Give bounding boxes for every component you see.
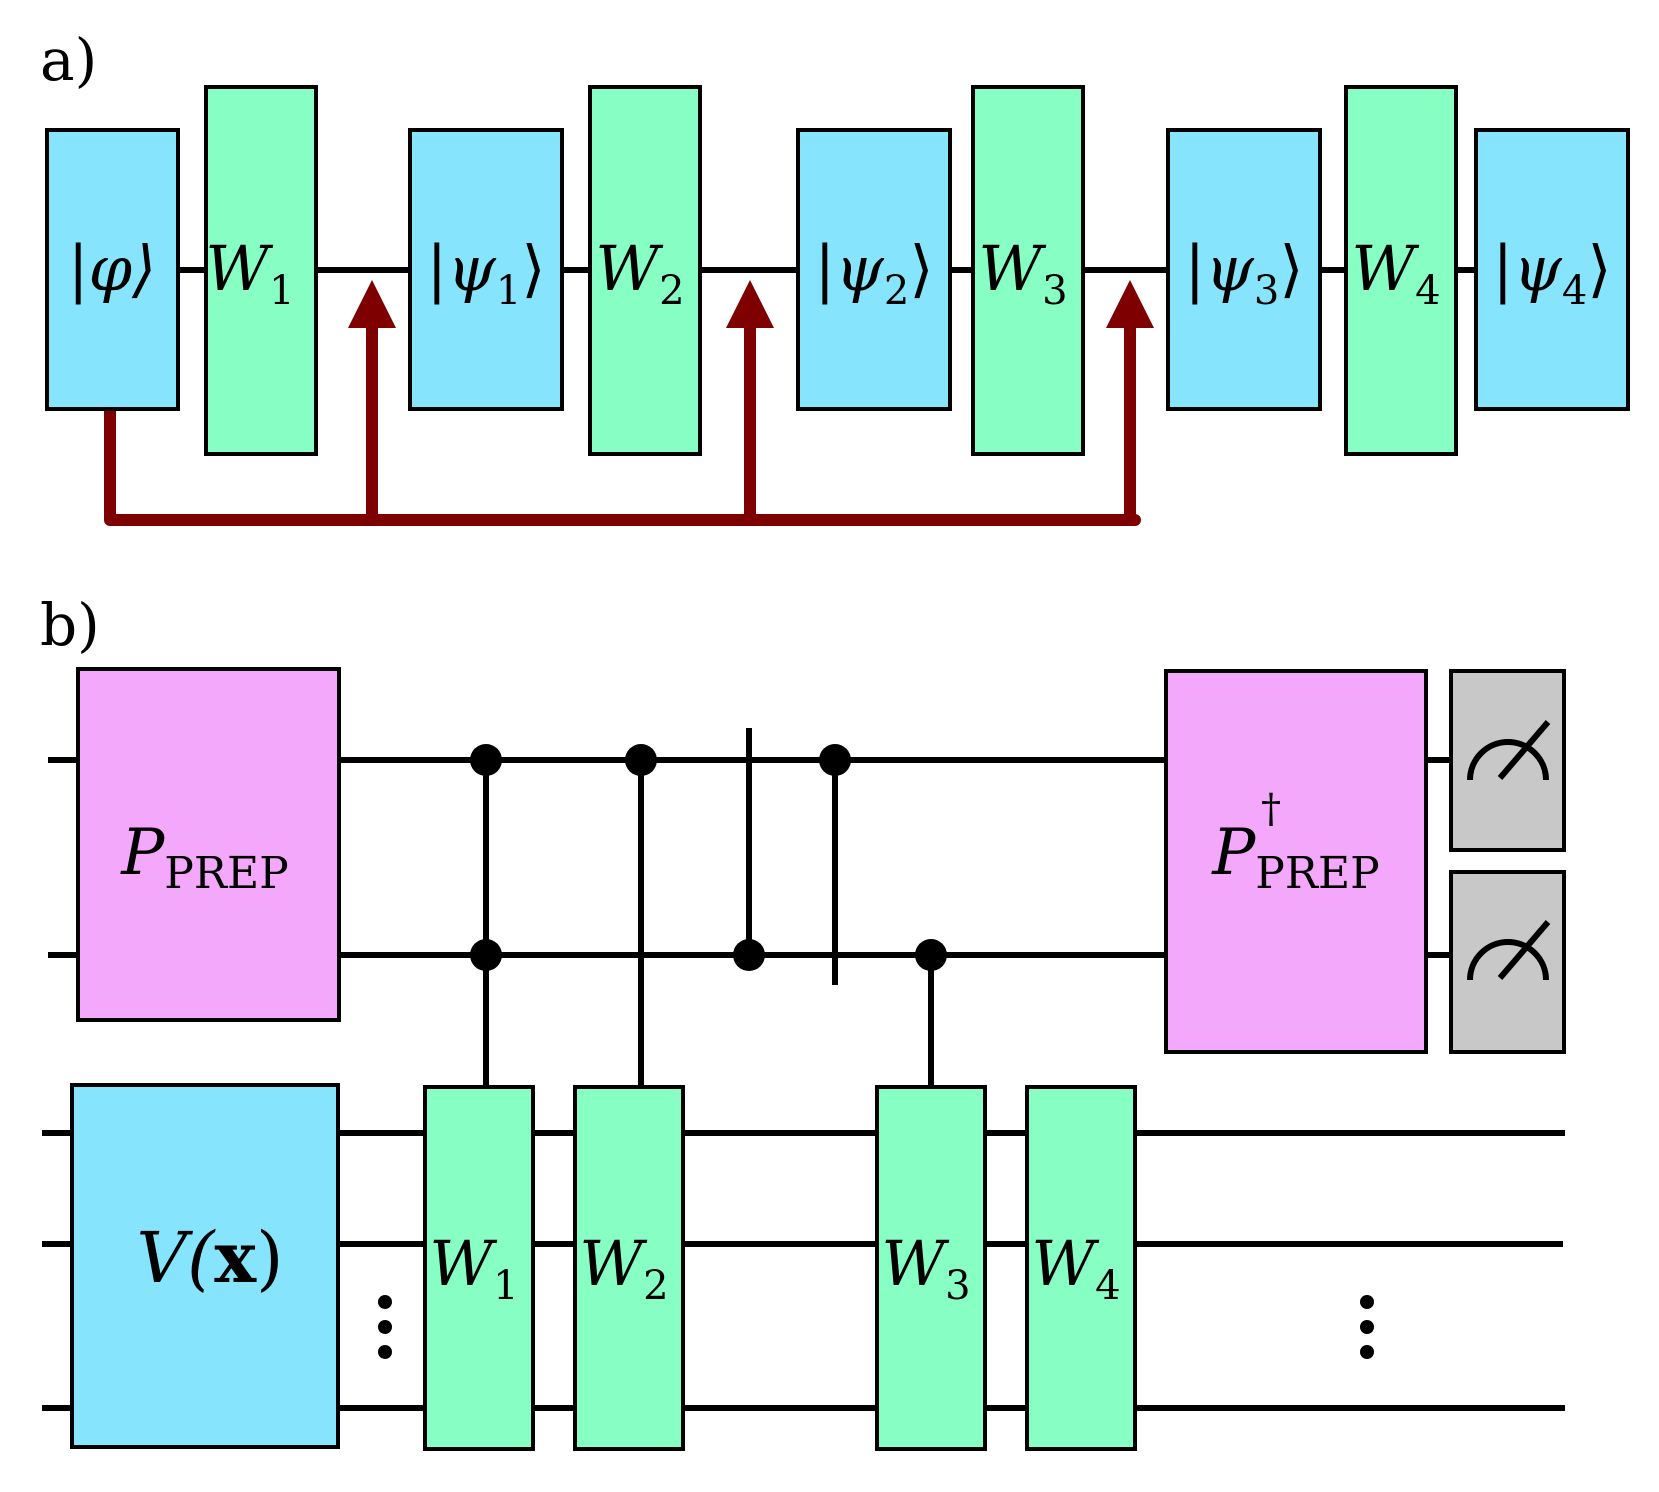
weight-4-label: W4 [1351, 232, 1440, 314]
data-encoder-rect [70, 1083, 340, 1449]
feedback-arrowhead-1 [348, 280, 396, 328]
weight-3-label: W3 [978, 232, 1067, 314]
state-4-rect [1474, 128, 1630, 411]
weight-1-label: W1 [205, 232, 294, 314]
panel-b-weight-1: W1 [423, 1085, 535, 1451]
state-1-label: |ψ1⟩ [426, 232, 545, 314]
vertical-ellipsis-left [378, 1295, 392, 1359]
panel-a-weight-2: W2 [588, 85, 702, 456]
measurement-1 [1449, 669, 1566, 852]
feedback-line [104, 402, 1141, 526]
state-phi-label: |φ⟩ [68, 232, 157, 305]
prep-box: PPREP [76, 667, 341, 1022]
panel-b-weight-3-label: W3 [881, 1227, 970, 1309]
panel-b-weight-4-label: W4 [1031, 1227, 1120, 1309]
state-phi-box: |φ⟩ [45, 128, 180, 411]
panel-label-b: b) [40, 591, 100, 659]
weight-3-rect [971, 85, 1085, 456]
panel-a-state-2: |ψ2⟩ [796, 128, 952, 411]
panel-b-weight-4: W4 [1025, 1085, 1137, 1451]
weight-4-rect [1344, 85, 1458, 456]
control-dot [470, 744, 502, 776]
panel-b-weight-3-rect [875, 1085, 987, 1451]
panel-a-state-1: |ψ1⟩ [408, 128, 564, 411]
panel-a-state-4: |ψ4⟩ [1474, 128, 1630, 411]
panel-a-state-3: |ψ3⟩ [1166, 128, 1322, 411]
weight-1-rect [204, 85, 318, 456]
prep-rect [76, 667, 341, 1022]
panel-b-weight-1-rect [423, 1085, 535, 1451]
meter-icon [1467, 720, 1551, 781]
state-3-label: |ψ3⟩ [1184, 232, 1303, 314]
state-4-label: |ψ4⟩ [1492, 232, 1611, 314]
measurement-1-rect [1449, 669, 1566, 852]
measurement-2-rect [1449, 870, 1566, 1054]
data-encoder-box: V(x) [70, 1083, 340, 1449]
panel-a: |φ⟩ W1 |ψ1⟩ W2 |ψ2⟩ W3 |ψ3 [45, 85, 1630, 526]
feedback-arrowhead-3 [1106, 280, 1154, 328]
panel-b-weight-3: W3 [875, 1085, 987, 1451]
control-dot [733, 939, 765, 971]
panel-b-weight-2-label: W2 [579, 1227, 668, 1309]
panel-b-weight-1-label: W1 [429, 1227, 518, 1309]
control-dot [625, 744, 657, 776]
state-phi-rect [45, 128, 180, 411]
state-1-rect [408, 128, 564, 411]
prep-dagger-box: † PPREP [1164, 669, 1428, 1054]
prep-dagger-rect [1164, 669, 1428, 1054]
panel-a-weight-4: W4 [1344, 85, 1458, 456]
panel-b-weight-4-rect [1025, 1085, 1137, 1451]
panel-b: PPREP † PPREP V(x) [42, 667, 1566, 1451]
control-dot [470, 939, 502, 971]
weight-2-rect [588, 85, 702, 456]
feedback-arrowhead-2 [726, 280, 774, 328]
weight-2-label: W2 [595, 232, 684, 314]
control-dot [819, 744, 851, 776]
meter-icon [1467, 920, 1551, 981]
panel-b-weight-2: W2 [573, 1085, 685, 1451]
data-encoder-label: V(x) [137, 1216, 284, 1299]
feedback-path [104, 280, 1154, 526]
state-2-label: |ψ2⟩ [814, 232, 933, 314]
prep-dagger-symbol: † [1261, 786, 1281, 832]
control-dot [915, 939, 947, 971]
prep-label: PPREP [120, 816, 289, 899]
vertical-ellipsis-right [1360, 1295, 1374, 1359]
panel-a-weight-3: W3 [971, 85, 1085, 456]
panel-b-weight-2-rect [573, 1085, 685, 1451]
panel-a-weight-1: W1 [204, 85, 318, 456]
panel-label-a: a) [40, 26, 97, 94]
state-2-rect [796, 128, 952, 411]
state-3-rect [1166, 128, 1322, 411]
prep-dagger-label: PPREP [1211, 816, 1380, 899]
measurement-2 [1449, 870, 1566, 1054]
